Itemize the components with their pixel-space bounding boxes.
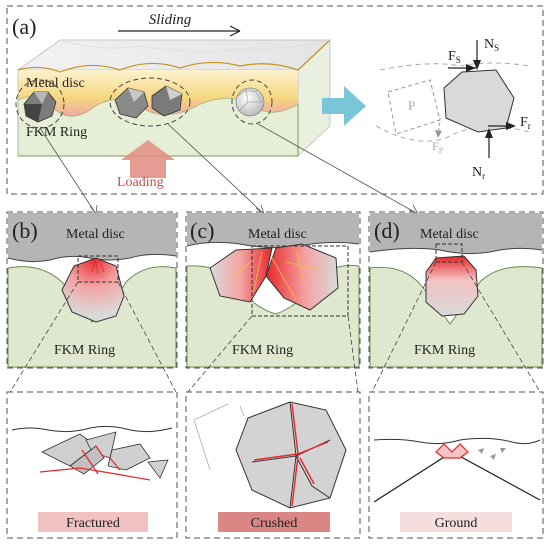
panel-a-fkm-ring-label: FKM Ring xyxy=(26,125,87,140)
fractured-label: Fractured xyxy=(66,516,120,531)
force-nr-label: Nr xyxy=(472,165,485,181)
panel-d-fkm-ring xyxy=(369,266,543,368)
fractured-result-box xyxy=(38,512,148,532)
panel-d-fkm-ring-label: FKM Ring xyxy=(414,343,475,358)
force-fr-label: Fr xyxy=(520,115,531,131)
particle-hexagon xyxy=(443,69,515,133)
panel-b-metal-disc-label: Metal disc xyxy=(66,227,125,242)
force-ns-label: NS xyxy=(484,37,499,53)
panel-a-label: (a) xyxy=(12,14,36,39)
panel-c-fkm-ring-label: FKM Ring xyxy=(232,343,293,358)
crushed-label: Crushed xyxy=(251,516,298,531)
particle-p-label: P xyxy=(408,98,415,113)
panel-c-label: (c) xyxy=(190,218,214,243)
zoom-d xyxy=(368,391,544,539)
panel-d xyxy=(368,211,544,393)
panel-d-metal-disc-label: Metal disc xyxy=(420,227,479,242)
ground-label: Ground xyxy=(435,516,478,531)
sliding-label: Sliding xyxy=(149,12,192,28)
panel-b-metal-disc xyxy=(8,213,176,262)
zoom-c xyxy=(185,391,361,539)
zoom-b xyxy=(6,391,178,539)
panel-c-particle-left xyxy=(209,247,273,303)
force-fp-label: FP xyxy=(432,139,444,155)
panel-d-metal-disc xyxy=(370,213,542,254)
loading-arrow xyxy=(121,140,175,178)
panel-b-label: (b) xyxy=(12,218,38,243)
particle-d-callout xyxy=(231,79,273,125)
panel-d-label: (d) xyxy=(374,218,400,243)
ground-debris xyxy=(435,443,469,459)
panel-d-particle xyxy=(425,255,479,317)
abrasive-particles xyxy=(23,85,265,123)
panel-b-fkm-ring-label: FKM Ring xyxy=(54,343,115,358)
loading-label: Loading xyxy=(117,175,164,190)
panel-a-metal-disc-label: Metal disc xyxy=(26,76,85,91)
force-diagram xyxy=(375,40,531,158)
panel-c-metal-disc xyxy=(187,213,359,248)
panel-b xyxy=(6,211,178,393)
crushed-result-box xyxy=(218,512,330,532)
transition-arrow xyxy=(322,86,366,126)
panel-c-metal-disc-label: Metal disc xyxy=(248,227,307,242)
particle-b-callout xyxy=(15,79,65,129)
force-fs-label: FS xyxy=(448,49,461,65)
ground-result-box xyxy=(400,512,512,532)
particle-c-callout xyxy=(109,77,191,127)
panel-a-frame xyxy=(6,5,544,195)
panel-c xyxy=(185,211,361,393)
